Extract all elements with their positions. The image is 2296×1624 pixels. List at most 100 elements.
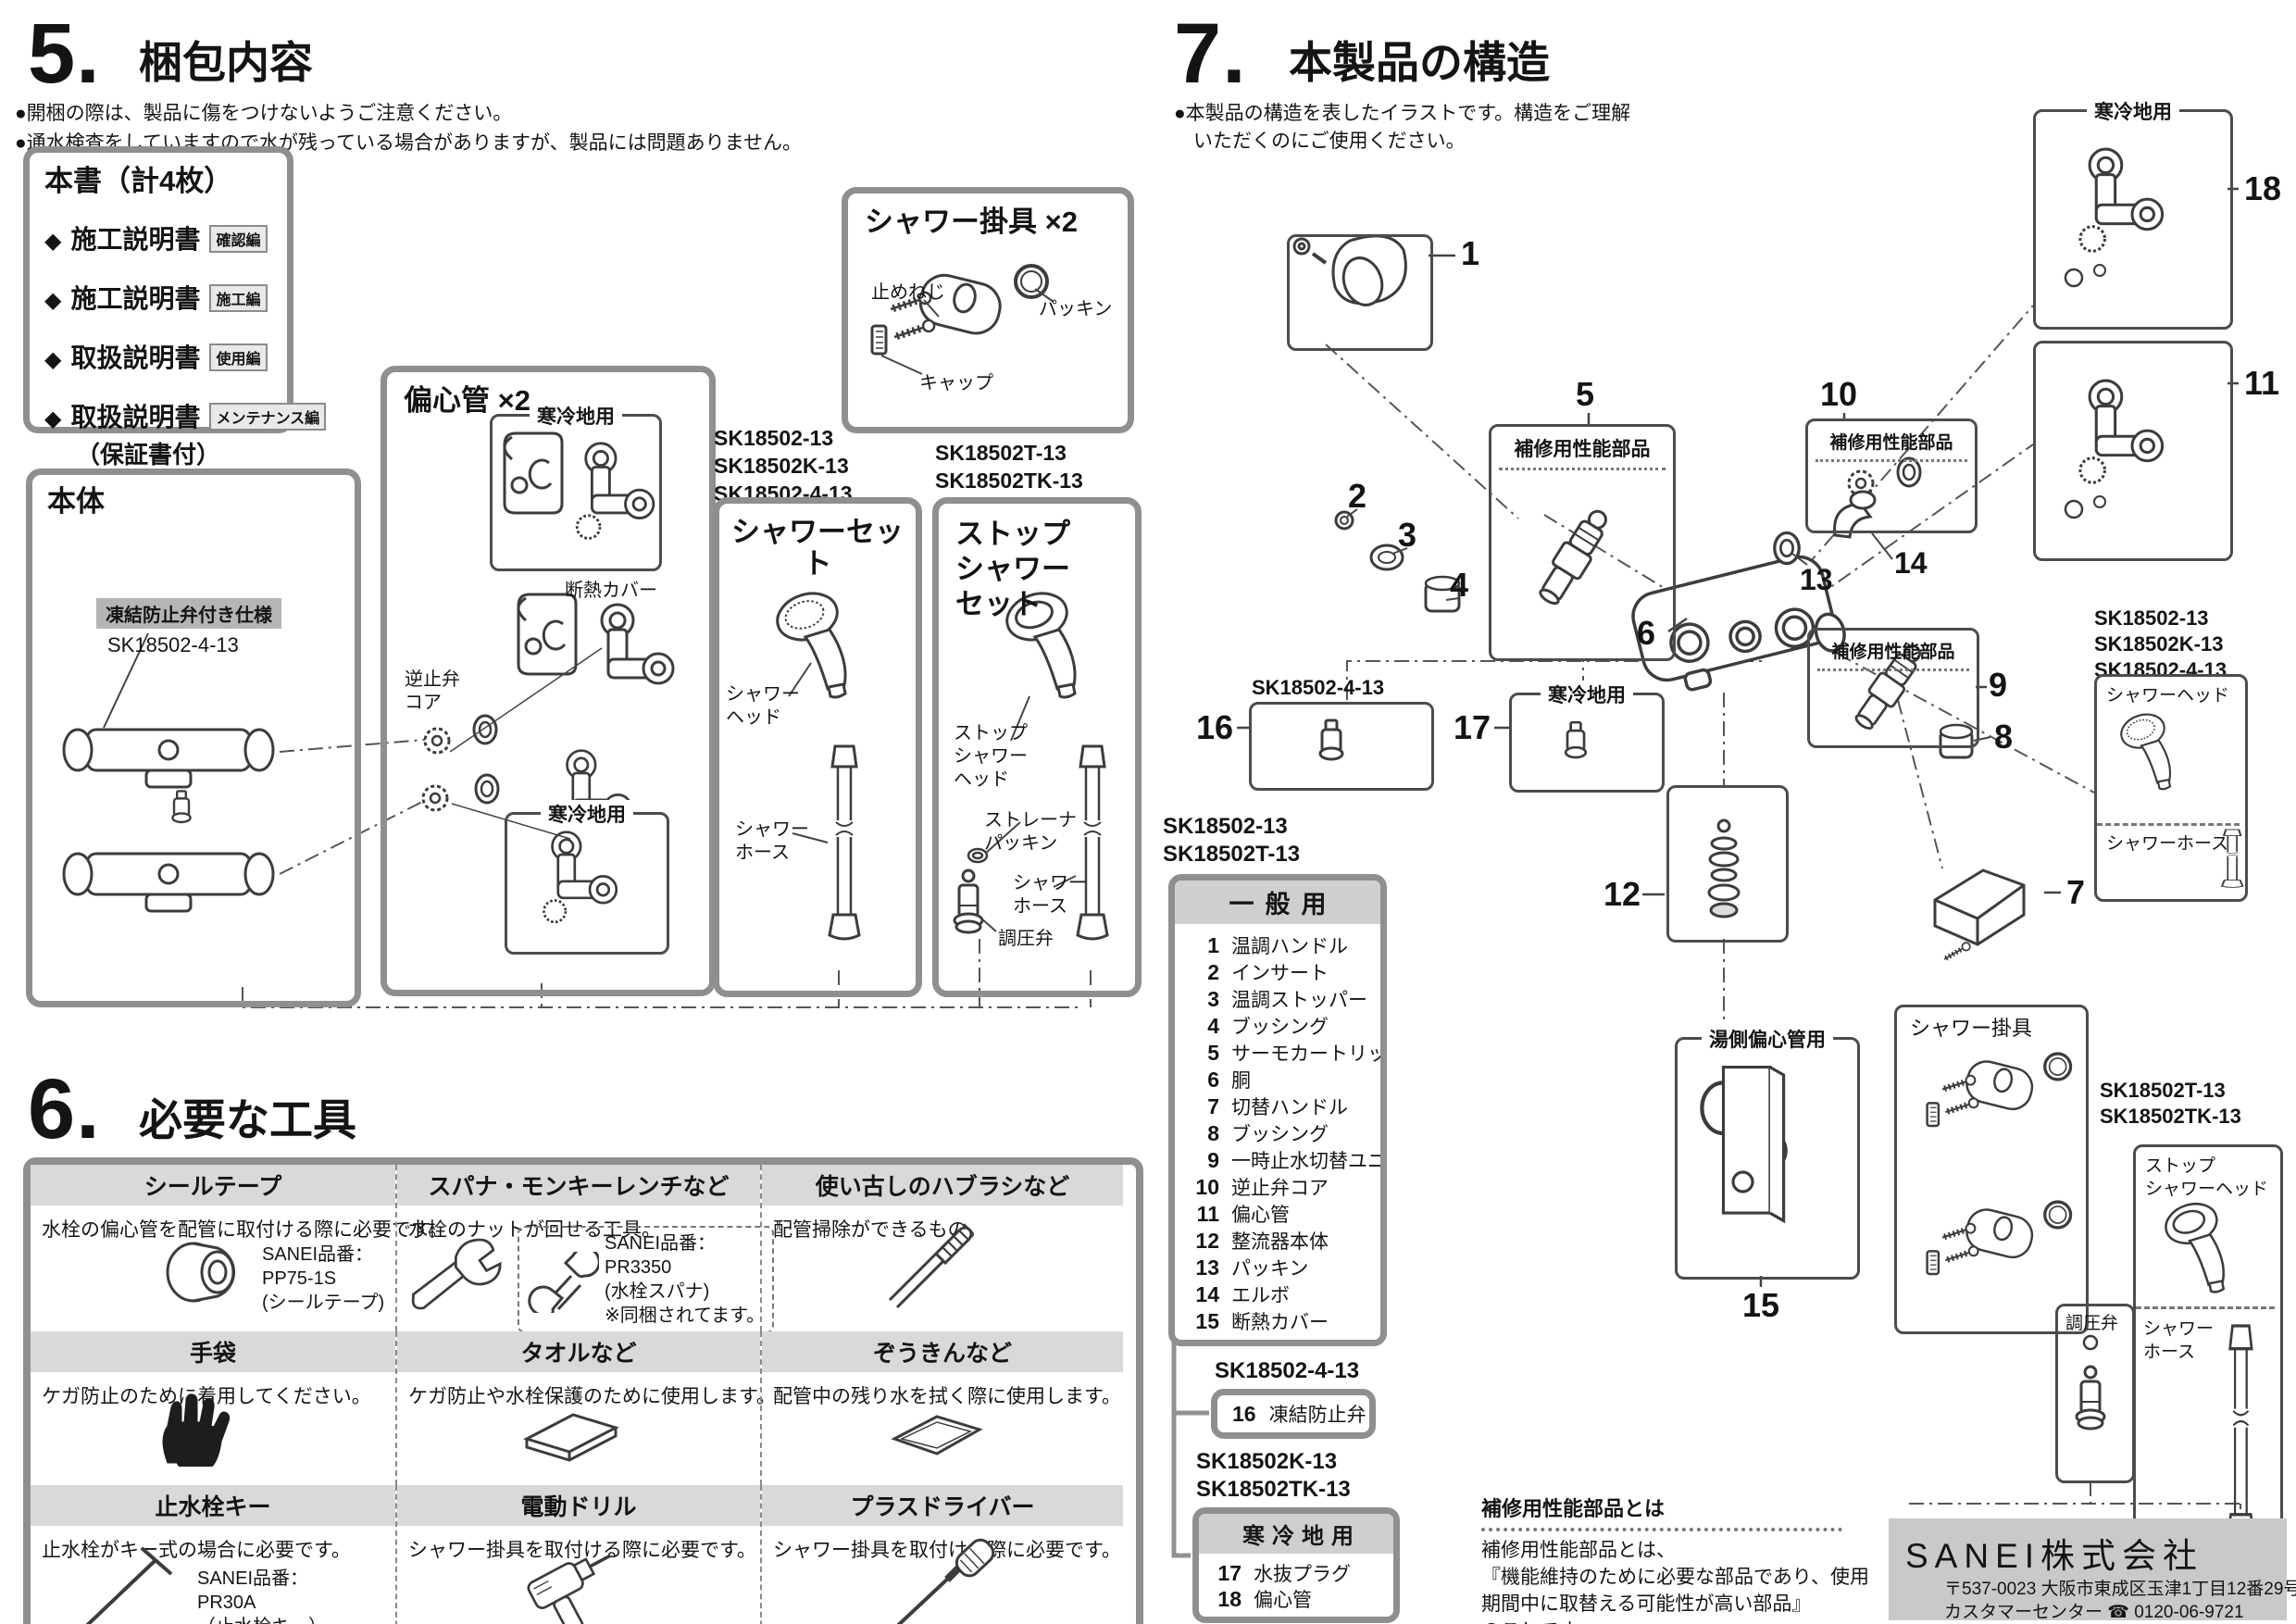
repair-parts-note-body: 補修用性能部品とは、 『機能維持のために必要な部品であり、使用 期間中に取替える… [1481,1540,1869,1624]
frost-valve-box [1249,702,1434,791]
tool-note: SANEI品番：PP75-1S(シールテープ) [262,1244,385,1313]
tool-cell-sealtape: シールテープ 水栓の偏心管を配管に取付ける際に必要です。 SANEI品番：PP7… [31,1165,448,1331]
handle7-bracket-illustration [1935,870,2061,963]
documents-box: 本書（計4枚） ◆施工説明書確認編 ◆施工説明書施工編 ◆取扱説明書使用編 ◆取… [23,146,327,468]
cold-eccentric18-illustration [2064,149,2239,288]
callout-1: 1 [1461,234,1480,272]
tool-desc-area: 水栓の偏心管を配管に取付ける際に必要です。 SANEI品番：PP75-1S(シー… [31,1206,448,1331]
tool-cell-stopkey: 止水栓キー 止水栓がキー式の場合に必要です。 SANEI品番：PR30A（止水栓… [31,1485,395,1624]
eccentric-pipes-illustration [421,431,675,922]
tools-table: シールテープ 水栓の偏心管を配管に取付ける際に必要です。 SANEI品番：PP7… [23,1157,1143,1624]
callout-18: 18 [2244,169,2282,207]
stop-divider [2136,1306,2275,1309]
pressure-valve-box7: 調圧弁 [2055,1304,2135,1483]
doc-item: ◆取扱説明書使用編 [44,338,287,375]
doc-tag: 施工編 [209,284,268,313]
doc-item: ◆施工説明書確認編 [44,219,287,256]
eccentric-box-title: 偏心管 ×2 [404,384,530,417]
hot-side-eccentric-box: 湯側偏心管用 [1675,1025,1860,1280]
diamond-icon: ◆ [44,347,62,373]
gloves-icon [162,1393,231,1467]
drain-plug17-illustration [1494,720,1588,759]
part-16-number: 16 [1232,1401,1256,1426]
parts-2-3-4-illustration [1334,508,1461,613]
toothbrush-icon [888,1222,975,1309]
diamond-icon: ◆ [44,288,62,314]
cloth-icon [892,1415,981,1455]
repair-part-label: 補修用性能部品 [1499,431,1666,470]
repair-part-box-5: 補修用性能部品 [1489,424,1676,661]
monkey-wrench-icon [411,1238,502,1310]
tool-desc-area: 配管中の残り水を拭く際に使用します。 [762,1372,1123,1485]
tool-desc: 止水栓がキー式の場合に必要です。 [42,1540,351,1561]
doc-label: 取扱説明書 [70,403,201,432]
tool-cell-toothbrush: 使い古しのハブラシなど 配管掃除ができるもの。 [760,1165,1123,1331]
section6-title: 必要な工具 [139,1095,356,1144]
cold-region-label-17: 寒冷地用 [1541,681,1633,708]
parts-list-connectors [1171,1324,1209,1558]
company-name: SANEI株式会社 [1905,1537,2204,1575]
insulation-cover-label: 断熱カバー [565,581,657,601]
shower-set-box: シャワーセット [713,497,922,997]
stop-shower-box7: ストップシャワーヘッド シャワーホース [2133,1144,2283,1581]
stop-valve-key-icon [72,1546,173,1624]
documents-box-title: 本書（計4枚） [44,165,233,197]
part-row: 9一時止水切替ユニット [1207,1148,1387,1172]
tool-header: ぞうきんなど [762,1331,1123,1372]
tool-desc: シャワー掛具を取付ける際に必要です。 [408,1540,756,1561]
shower-hanger-illustration [872,266,1054,375]
electric-drill-icon [524,1542,636,1624]
callout-10: 10 [1820,375,1858,413]
section6-number: 6. [28,1062,101,1156]
company-address: 〒537-0023 大阪市東成区玉津1丁目12番29号 [1944,1580,2296,1599]
parts-list-cold-header: 寒冷地用 [1199,1514,1393,1554]
stop-hose-label: シャワーホース [1013,873,1087,917]
tool-note: SANEI品番：PR30A（止水栓キー） [197,1568,327,1624]
repair-part-box-9: 補修用性能部品 [1807,628,1979,748]
callout-9: 9 [1989,666,2008,704]
doc-tag: 確認編 [209,225,268,254]
repair-part-box-10: 補修用性能部品 [1805,418,1978,533]
strainer-packing-label: ストレーナパッキン [984,810,1077,854]
cold-region-box-top: 寒冷地用 [490,402,662,571]
stop-shower7-illustration [2075,1196,2256,1543]
tool-cell-towel: タオルなど ケガ防止や水栓保護のために使用します。 [395,1331,776,1485]
tool-cell-screwdriver: プラスドライバー シャワー掛具を取付ける際に必要です。 [760,1485,1123,1624]
rectifier12-illustration [1642,818,1741,918]
faucet-body-illustration [62,632,275,913]
towel-icon [525,1413,618,1462]
frost-spec-label: 凍結防止弁付き仕様 [96,598,281,629]
callout-15: 15 [1742,1286,1780,1324]
tool-note: SANEI品番： PR3350 (水栓スパナ) ※同梱されてます。 [518,1226,775,1333]
doc-label: 取扱説明書 [70,344,201,373]
shower-set-illustration [769,584,861,941]
part1-box [1287,234,1433,351]
parts-list-frost: 16 凍結防止弁 [1211,1389,1376,1439]
body-box-title: 本体 [47,485,105,518]
stop-shower-set-box: ストップシャワーセット [932,497,1142,997]
callout-5: 5 [1576,375,1595,413]
callout-8: 8 [1994,718,2014,756]
stop-shower-set-title: ストップシャワーセット [955,518,1070,620]
callout-2: 2 [1348,477,1367,515]
tool-desc-area: 水栓のナットが回せる工具。 SANEI品番： PR3350 (水栓スパナ) ※同… [397,1206,775,1333]
frost-model-label: SK18502-4-13 [1252,676,1385,699]
shower-head-hose-box: シャワーヘッド シャワーホース [2094,674,2248,902]
tool-header: シールテープ [31,1165,395,1206]
hanger-box7: シャワー掛具 [1894,1005,2089,1334]
cold-region-box-bottom: 寒冷地用 [505,800,669,955]
shower-hose-label7: シャワーホース [2106,834,2229,854]
tool-desc: 水栓のナットが回せる工具。 [408,1219,661,1241]
callout-17: 17 [1454,708,1491,746]
